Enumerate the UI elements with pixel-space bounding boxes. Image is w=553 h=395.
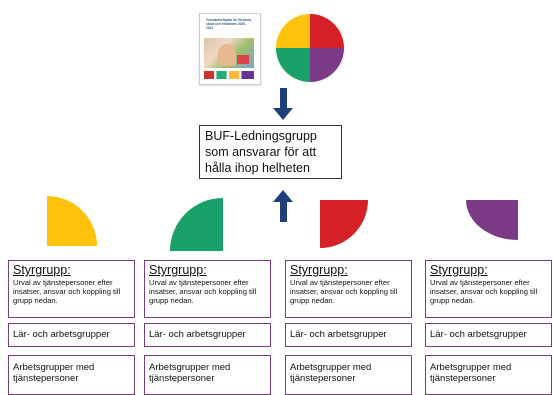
lar-arbetsgrupper-label: Lär- och arbetsgrupper xyxy=(149,329,246,340)
center-box-line: hålla ihop helheten xyxy=(205,161,310,175)
arbetsgrupper-line: tjänstepersoner xyxy=(13,373,79,384)
buf-ledningsgrupp-box: BUF-Ledningsgrupp som ansvarar för att h… xyxy=(199,125,342,179)
styrgrupp-description: Urval av tjänstepersoner efter insatser,… xyxy=(13,278,121,305)
styrgrupp-description: Urval av tjänstepersoner efter insatser,… xyxy=(149,278,257,305)
yellow-goal-wedge xyxy=(47,196,97,246)
lar-arbetsgrupper-box: Lär- och arbetsgrupper xyxy=(285,323,412,347)
color-strip xyxy=(204,71,254,79)
arbetsgrupper-line: Arbetsgrupper med xyxy=(290,362,372,373)
lar-arbetsgrupper-box: Lär- och arbetsgrupper xyxy=(144,323,271,347)
styrgrupp-box: Styrgrupp: Urval av tjänstepersoner efte… xyxy=(425,260,552,318)
lar-arbetsgrupper-label: Lär- och arbetsgrupper xyxy=(13,329,110,340)
arrow-up-icon xyxy=(273,190,294,224)
cover-photo xyxy=(204,38,254,68)
document-title-line: skola och fritidshem 2020- xyxy=(206,21,247,26)
styrgrupp-title: Styrgrupp: xyxy=(430,263,488,277)
red-goal-wedge xyxy=(320,200,368,248)
lar-arbetsgrupper-box: Lär- och arbetsgrupper xyxy=(425,323,552,347)
green-goal-wedge xyxy=(170,198,223,251)
styrgrupp-box: Styrgrupp: Urval av tjänstepersoner efte… xyxy=(285,260,412,318)
lar-arbetsgrupper-label: Lär- och arbetsgrupper xyxy=(290,329,387,340)
child-figure xyxy=(218,44,236,66)
styrgrupp-title: Styrgrupp: xyxy=(290,263,348,277)
arbetsgrupper-line: tjänstepersoner xyxy=(149,373,215,384)
arbetsgrupper-line: Arbetsgrupper med xyxy=(430,362,512,373)
arbetsgrupper-box: Arbetsgrupper med tjänstepersoner xyxy=(425,355,552,395)
arbetsgrupper-line: Arbetsgrupper med xyxy=(149,362,231,373)
styrgrupp-title: Styrgrupp: xyxy=(13,263,71,277)
styrgrupp-box: Styrgrupp: Urval av tjänstepersoner efte… xyxy=(144,260,271,318)
styrgrupp-description: Urval av tjänstepersoner efter insatser,… xyxy=(430,278,538,305)
arbetsgrupper-line: tjänstepersoner xyxy=(430,373,496,384)
toy-shape xyxy=(237,55,249,64)
arbetsgrupper-label: Arbetsgrupper med tjänstepersoner xyxy=(13,362,130,384)
arbetsgrupper-box: Arbetsgrupper med tjänstepersoner xyxy=(8,355,135,395)
goal-areas-circle xyxy=(275,13,345,83)
center-box-line: som ansvarar för att xyxy=(205,145,317,159)
plan-document-thumbnail: Verksamhetsplan för förskola, skola och … xyxy=(199,13,261,85)
arbetsgrupper-line: Arbetsgrupper med xyxy=(13,362,95,373)
styrgrupp-description: Urval av tjänstepersoner efter insatser,… xyxy=(290,278,398,305)
document-title: Verksamhetsplan för förskola, skola och … xyxy=(206,18,252,30)
styrgrupp-box: Styrgrupp: Urval av tjänstepersoner efte… xyxy=(8,260,135,318)
arbetsgrupper-label: Arbetsgrupper med tjänstepersoner xyxy=(290,362,407,384)
arrow-down-icon xyxy=(273,88,294,120)
arbetsgrupper-label: Arbetsgrupper med tjänstepersoner xyxy=(149,362,266,384)
document-title-line: 2023 xyxy=(206,25,214,30)
purple-goal-wedge xyxy=(466,200,518,240)
arbetsgrupper-box: Arbetsgrupper med tjänstepersoner xyxy=(144,355,271,395)
arbetsgrupper-label: Arbetsgrupper med tjänstepersoner xyxy=(430,362,547,384)
document-title-line: Verksamhetsplan för förskola, xyxy=(206,18,252,22)
lar-arbetsgrupper-label: Lär- och arbetsgrupper xyxy=(430,329,527,340)
center-box-line: BUF-Ledningsgrupp xyxy=(205,129,317,143)
arbetsgrupper-box: Arbetsgrupper med tjänstepersoner xyxy=(285,355,412,395)
styrgrupp-title: Styrgrupp: xyxy=(149,263,207,277)
lar-arbetsgrupper-box: Lär- och arbetsgrupper xyxy=(8,323,135,347)
arbetsgrupper-line: tjänstepersoner xyxy=(290,373,356,384)
